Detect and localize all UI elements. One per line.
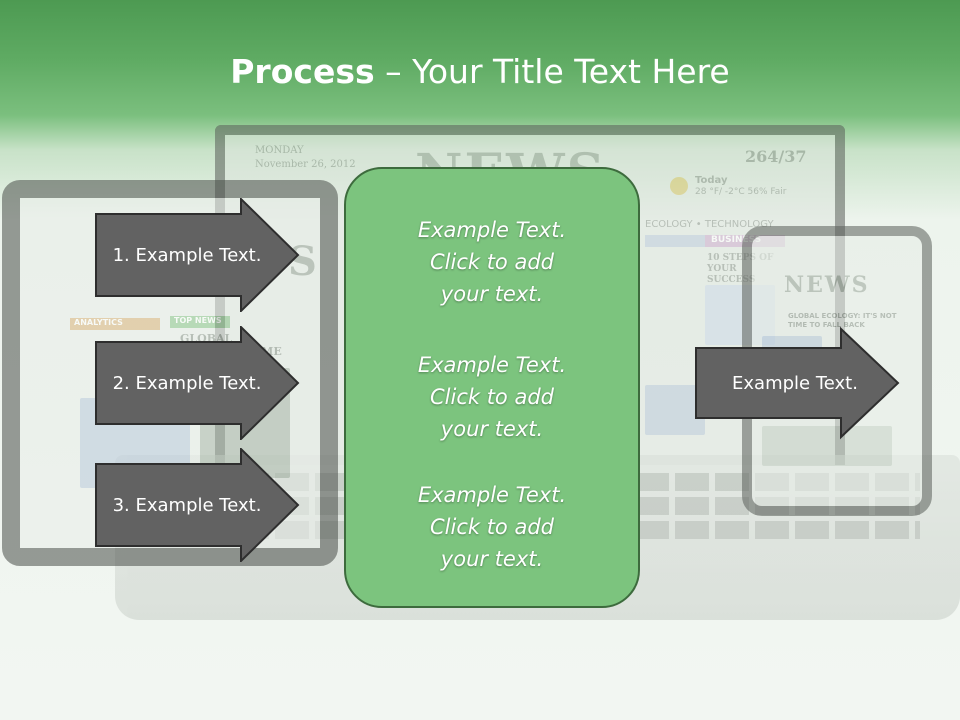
laptop-sections: ECOLOGY • TECHNOLOGY — [645, 219, 774, 230]
laptop-date: November 26, 2012 — [255, 159, 356, 170]
step-arrow-1[interactable]: 1. Example Text. — [95, 198, 305, 312]
step-arrow-3[interactable]: 3. Example Text. — [95, 448, 305, 562]
page-title-rest: – Your Title Text Here — [374, 52, 730, 91]
arrow-shape — [95, 198, 300, 312]
arrow-shape — [95, 448, 300, 562]
text-line: Example Text. — [417, 218, 567, 242]
step-arrow-2[interactable]: 2. Example Text. — [95, 326, 305, 440]
tablet-strip-orange — [70, 318, 160, 330]
text-line: Click to add — [429, 250, 554, 274]
result-arrow-label: Example Text. — [732, 372, 858, 394]
text-line: your text. — [440, 282, 544, 306]
step-arrow-label: 2. Example Text. — [112, 372, 262, 394]
page-title: Process – Your Title Text Here — [0, 52, 960, 91]
text-line: your text. — [440, 417, 544, 441]
tablet-analytics: ANALYTICS — [74, 318, 123, 327]
laptop-headline: 10 STEPS OF YOUR SUCCESS — [707, 253, 774, 285]
laptop-business: BUSINESS — [711, 235, 762, 245]
text-line: Click to add — [429, 385, 554, 409]
text-block-2[interactable]: Example Text. Click to add your text. — [346, 349, 638, 445]
text-block-3[interactable]: Example Text. Click to add your text. — [346, 479, 638, 575]
laptop-issue: 264/37 — [745, 147, 807, 166]
step-arrow-label: 3. Example Text. — [112, 494, 262, 516]
tablet-strip-green — [170, 316, 230, 328]
tablet-top-news: TOP NEWS — [174, 316, 222, 325]
sun-icon — [670, 177, 688, 195]
text-line: Click to add — [429, 515, 554, 539]
step-arrow-label: 1. Example Text. — [112, 244, 262, 266]
phone-headline: GLOBAL ECOLOGY: IT'S NOT TIME TO FALL BA… — [788, 312, 897, 329]
laptop-day: MONDAY — [255, 145, 304, 156]
phone-masthead: NEWS — [784, 272, 870, 298]
text-line: Example Text. — [417, 483, 567, 507]
text-line: Example Text. — [417, 353, 567, 377]
laptop-strip-blue — [645, 235, 705, 247]
arrow-shape — [695, 326, 900, 440]
phone-photo-bottom — [762, 426, 892, 466]
result-arrow[interactable]: Example Text. — [695, 326, 905, 440]
arrow-shape — [95, 326, 300, 440]
text-line: your text. — [440, 547, 544, 571]
text-block-1[interactable]: Example Text. Click to add your text. — [346, 214, 638, 310]
page-title-bold: Process — [230, 52, 375, 91]
laptop-weather-label: Today — [695, 175, 728, 186]
center-text-box[interactable]: Example Text. Click to add your text. Ex… — [344, 167, 640, 608]
laptop-weather: 28 °F/ -2°C 56% Fair — [695, 187, 787, 197]
